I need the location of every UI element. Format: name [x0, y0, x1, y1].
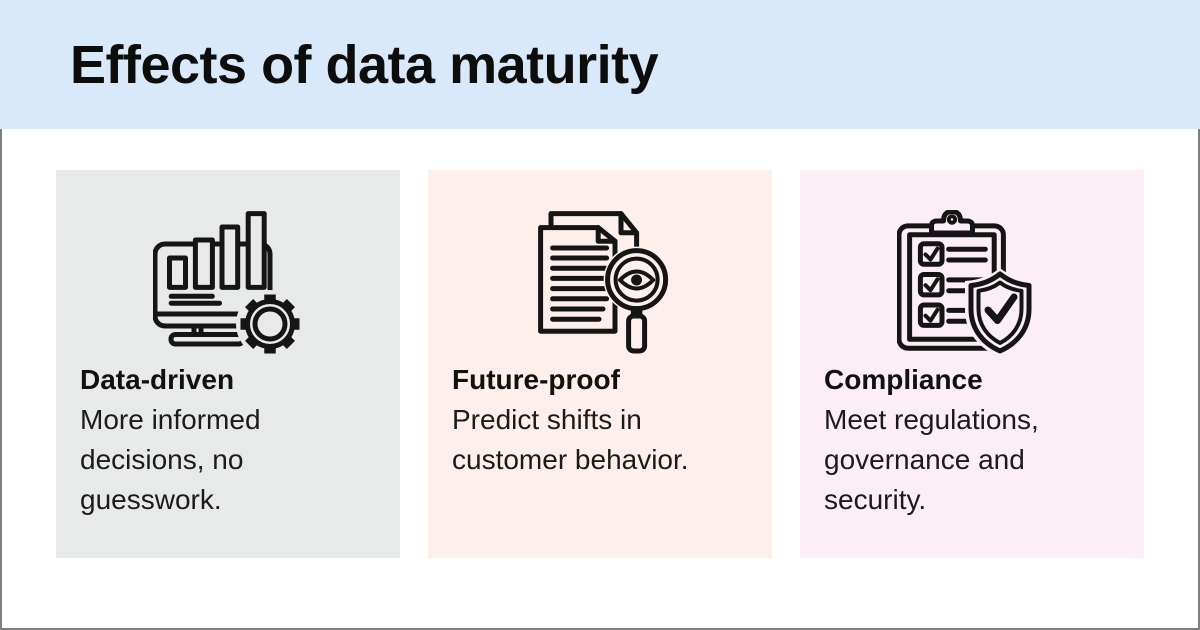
card-title: Compliance	[824, 364, 983, 395]
card-icon-wrap	[452, 210, 748, 360]
title-banner: Effects of data maturity	[0, 0, 1200, 129]
card-compliance: Compliance Meet regulations, governance …	[800, 170, 1144, 558]
monitor-bar-chart-gear-icon	[153, 211, 303, 358]
card-description: More informed decisions, no guesswork.	[80, 404, 261, 515]
card-title: Future-proof	[452, 364, 620, 395]
card-description: Predict shifts in customer behavior.	[452, 404, 689, 475]
page-title: Effects of data maturity	[70, 34, 659, 95]
card-description: Meet regulations, governance and securit…	[824, 404, 1039, 515]
card-icon-wrap	[824, 210, 1120, 360]
card-future-proof: Future-proof Predict shifts in customer …	[428, 170, 772, 558]
documents-magnifier-eye-icon	[538, 211, 670, 354]
card-icon-wrap	[80, 210, 376, 360]
clipboard-checklist-shield-icon	[897, 210, 1035, 358]
feature-cards-row: Data-driven More informed decisions, no …	[56, 170, 1144, 558]
card-data-driven: Data-driven More informed decisions, no …	[56, 170, 400, 558]
card-title: Data-driven	[80, 364, 235, 395]
